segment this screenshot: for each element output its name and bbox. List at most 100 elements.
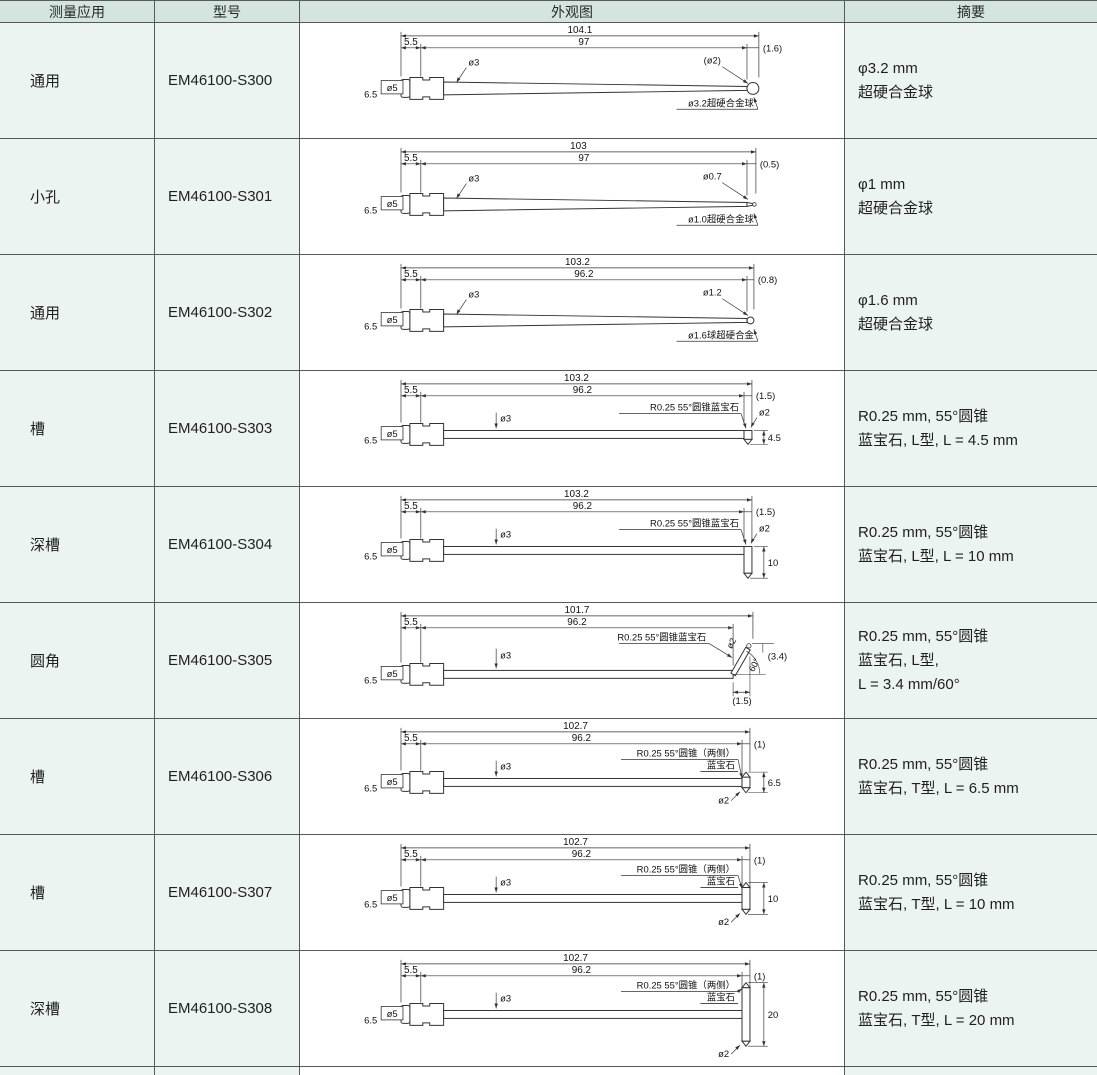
dim-arrow	[415, 974, 421, 978]
dim-arrow	[400, 498, 406, 502]
model-cell: EM46100-S307	[155, 835, 300, 951]
stylus-shaft	[443, 313, 748, 328]
model-cell: EM46100-S304	[155, 487, 300, 603]
dim-label: 6.5	[364, 898, 377, 909]
application-cell: 槽	[0, 719, 155, 835]
model-cell: EM46100-S306	[155, 719, 300, 835]
dim-arrow	[762, 882, 766, 888]
dim-label: 5.5	[404, 37, 418, 48]
dim-label: R0.25 55°圆锥（两侧）	[637, 864, 735, 875]
dim-label: 96.2	[574, 269, 594, 280]
partial-diagram-cell	[300, 1067, 845, 1075]
header-diagram: 外观图	[300, 0, 845, 23]
dim-label: 5.5	[404, 849, 418, 860]
dim-label: (1.5)	[732, 695, 751, 706]
dim-label: ø2	[718, 916, 729, 927]
dim-arrow	[743, 423, 747, 429]
model-cell: EM46100-S300	[155, 23, 300, 139]
dim-arrow	[739, 510, 745, 514]
dim-arrow	[494, 1003, 498, 1009]
dim-label: 102.7	[563, 837, 588, 848]
model-number: EM46100-S306	[168, 768, 273, 785]
summary-line: 蓝宝石, L型, L = 4.5 mm	[858, 431, 1018, 449]
dim-label: ø3	[500, 761, 511, 772]
dim-label: 5.5	[404, 733, 418, 744]
diameter-box	[380, 426, 404, 441]
stylus-collar	[409, 193, 445, 216]
dim-arrow	[748, 266, 754, 270]
dim-arrow	[420, 974, 426, 978]
summary-line: R0.25 mm, 55°圆锥	[858, 523, 989, 541]
dim-label: (1)	[754, 854, 766, 865]
dim-arrow	[400, 614, 406, 618]
stylus-tip-cone	[740, 881, 751, 889]
diameter-box	[380, 312, 404, 327]
partial-application-cell	[0, 1067, 155, 1075]
application-cell: 深槽	[0, 951, 155, 1067]
model-number: EM46100-S305	[168, 652, 273, 669]
dim-label: 104.1	[568, 25, 593, 36]
dim-arrow	[494, 539, 498, 545]
dim-arrow	[400, 858, 406, 862]
stylus-collar	[409, 309, 445, 332]
dim-label: 102.7	[563, 721, 588, 732]
dim-arrow	[400, 382, 406, 386]
dim-label: ø5	[387, 1008, 398, 1019]
model-cell: EM46100-S308	[155, 951, 300, 1067]
dim-arrow	[737, 742, 743, 746]
dim-arrow	[746, 498, 752, 502]
dim-arrow	[494, 663, 498, 669]
dim-label: R0.25 55°圆锥蓝宝石	[650, 518, 739, 529]
dim-arrow	[737, 974, 743, 978]
dim-arrow	[742, 162, 747, 166]
dim-label: (1.5)	[756, 390, 775, 401]
dim-label: 101.7	[565, 605, 590, 616]
dim-arrow	[420, 46, 426, 50]
model-cell: EM46100-S305	[155, 603, 300, 719]
dim-arrow	[400, 626, 406, 630]
dim-label: ø3.2超硬合金球	[688, 97, 754, 108]
dim-arrow	[728, 626, 734, 630]
application-label: 槽	[30, 421, 46, 438]
stylus-tip-cone	[740, 1040, 751, 1047]
dim-arrow	[762, 573, 766, 579]
dim-label: 5.5	[404, 153, 418, 164]
dim-label: ø5	[387, 82, 398, 93]
dim-label: 蓝宝石	[707, 876, 735, 887]
dim-label: 20	[768, 1009, 778, 1020]
dim-arrow	[400, 266, 406, 270]
model-number: EM46100-S307	[168, 884, 273, 901]
diameter-box	[380, 666, 404, 681]
dim-label: ø2	[759, 523, 770, 534]
dim-label: ø2	[718, 795, 729, 806]
stylus-tip-bar	[743, 429, 753, 440]
stylus-tip-bar	[743, 545, 753, 574]
dim-label: 96.2	[572, 733, 592, 744]
diameter-box	[380, 542, 404, 557]
dim-arrow	[753, 329, 758, 335]
model-number: EM46100-S302	[168, 304, 273, 321]
stylus-collar	[409, 887, 445, 910]
dim-arrow	[739, 772, 743, 779]
stylus-collar	[409, 539, 445, 562]
stylus-shaft	[443, 429, 745, 439]
summary-line: 超硬合金球	[858, 315, 934, 333]
application-cell: 槽	[0, 835, 155, 951]
partial-next-row	[0, 1067, 1097, 1075]
stylus-ball	[746, 316, 755, 325]
dim-label: 96.2	[573, 385, 593, 396]
dim-label: 10	[768, 893, 778, 904]
dim-arrow	[420, 510, 426, 514]
dim-label: 6.5	[364, 782, 377, 793]
dim-arrow	[762, 1041, 766, 1047]
dim-label: 6.5	[364, 320, 377, 331]
dim-arrow	[400, 730, 406, 734]
summary-text: R0.25 mm, 55°圆锥蓝宝石, L型, L = 4.5 mm	[858, 405, 1097, 453]
header-summary: 摘要	[845, 0, 1097, 23]
dim-label: ø3	[500, 993, 511, 1004]
